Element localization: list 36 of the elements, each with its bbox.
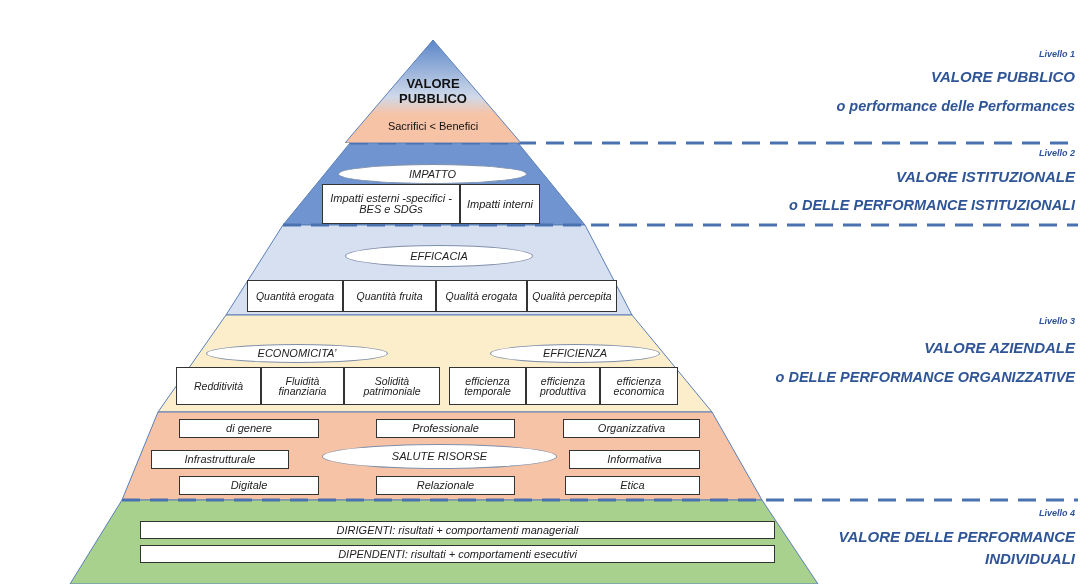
indicator-box: Solidità patrimoniale [344,367,440,405]
indicator-box: Qualità percepita [527,280,617,312]
level-title: VALORE DELLE PERFORMANCE INDIVIDUALI [837,527,1075,569]
level-title: VALORE AZIENDALE [924,338,1075,358]
indicator-box: Infrastrutturale [151,450,289,469]
indicator-box: DIRIGENTI: risultati + comportamenti manageriali [140,521,775,539]
indicator-box: Redditività [176,367,261,405]
level-title: VALORE PUBBLICO [931,67,1075,87]
level-title: o performance delle Performances [836,97,1075,116]
level-title: o DELLE PERFORMANCE ISTITUZIONALI [789,196,1075,215]
level-title: VALORE PUBBLICO [398,77,468,107]
indicator-box: Relazionale [376,476,515,495]
indicator-box: Professionale [376,419,515,438]
indicator-box: Digitale [179,476,319,495]
indicator-box: Etica [565,476,700,495]
indicator-box: efficienza produttiva [526,367,600,405]
indicator-box: Quantità erogata [247,280,343,312]
level-label: Livello 1 [1039,48,1075,61]
indicator-box: efficienza economica [600,367,678,405]
indicator-box: Fluidità finanziaria [261,367,344,405]
formula-text: Sacrifici < Benefici [386,120,480,133]
indicator-box: Impatti interni [460,184,540,224]
level-label: Livello 3 [1039,315,1075,328]
indicator-box: Informativa [569,450,700,469]
apex-triangle [345,40,521,143]
level-title: VALORE ISTITUZIONALE [896,167,1075,187]
indicator-box: Organizzativa [563,419,700,438]
level-label: Livello 4 [1039,507,1075,520]
indicator-box: Qualità erogata [436,280,527,312]
level-label: Livello 2 [1039,147,1075,160]
indicator-box: Impatti esterni -specifici -BES e SDGs [322,184,460,224]
indicator-box: efficienza temporale [449,367,526,405]
indicator-box: di genere [179,419,319,438]
level-title: o DELLE PERFORMANCE ORGANIZZATIVE [775,368,1075,387]
indicator-box: DIPENDENTI: risultati + comportamenti esecutivi [140,545,775,563]
indicator-box: Quantità fruita [343,280,436,312]
